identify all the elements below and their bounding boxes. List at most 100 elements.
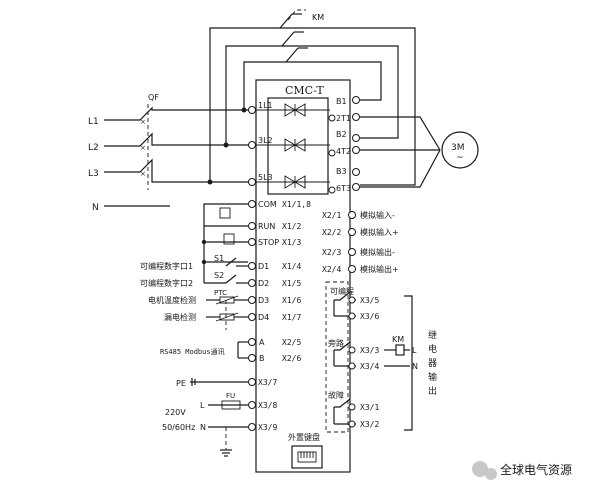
- ptc-label: PTC: [214, 289, 227, 297]
- qf-breaker-label: QF: [148, 93, 159, 102]
- analog-label-4: 模拟输出+: [360, 264, 399, 274]
- external-keyboard: 外置键盘: [288, 432, 323, 469]
- code-d4: X1/7: [282, 313, 301, 322]
- label-d2: 可编程数字口2: [140, 278, 193, 288]
- qf-cross-3: ×: [140, 170, 146, 178]
- relay-bypass-code-2: X3/4: [360, 362, 379, 371]
- relay-fault-label: 故障: [328, 390, 344, 400]
- output-terminal-6t3: 6T3: [336, 184, 351, 193]
- bypass-terminal-b2: B2: [336, 130, 347, 139]
- motor: 3M ~: [360, 116, 479, 188]
- relay-group-label-2: 电: [428, 343, 437, 355]
- keyboard-label: 外置键盘: [288, 432, 320, 442]
- analog-label-1: 模拟输入-: [360, 210, 395, 220]
- relay-prog-code-1: X3/5: [360, 296, 379, 305]
- stop-button-symbol: [223, 233, 235, 245]
- analog-label-2: 模拟输入+: [360, 227, 399, 237]
- line-label-n: N: [92, 203, 99, 213]
- code-d3: X1/6: [282, 296, 301, 305]
- rs485-label: RS485 Modbus通讯: [160, 347, 225, 356]
- bypass-terminal-b1: B1: [336, 97, 347, 106]
- analog-code-4: X2/4: [322, 265, 341, 274]
- relay-prog-code-2: X3/6: [360, 312, 379, 321]
- input-terminal-1l1: 1L1: [258, 101, 273, 110]
- thyristor-phase-2: [256, 138, 330, 152]
- km-coil: [395, 344, 405, 356]
- thyristor-phase-3: [256, 175, 330, 189]
- cmc-t-controller: CMC-T 1L1 3L2 5L: [248, 79, 360, 473]
- switch-s1: S1: [214, 254, 224, 263]
- controller-title: CMC-T: [285, 84, 324, 97]
- analog-label-3: 模拟输出-: [360, 247, 395, 257]
- pe-label: PE: [176, 379, 186, 388]
- l-label: L: [200, 401, 205, 410]
- code-x3-9: X3/9: [258, 423, 277, 432]
- rs485-b-code: X2/6: [282, 354, 301, 363]
- output-terminal-2t1: 2T1: [336, 114, 351, 123]
- rj45-port: [291, 445, 323, 469]
- code-d1: X1/4: [282, 262, 301, 271]
- qf-cross-1: ×: [140, 118, 146, 126]
- label-d4: 漏电检测: [164, 312, 196, 322]
- analog-code-1: X2/1: [322, 211, 341, 220]
- input-terminal-3l2: 3L2: [258, 136, 273, 145]
- fuse-label: FU: [226, 392, 235, 400]
- line-label-l2: L2: [88, 143, 99, 153]
- terminal-stop: STOP: [258, 238, 279, 247]
- freq-label: 50/60Hz: [162, 423, 195, 432]
- line-label-l3: L3: [88, 169, 99, 179]
- output-terminal-4t2: 4T2: [336, 147, 351, 156]
- voltage-label: 220V: [165, 408, 186, 417]
- relay-coil-l: L: [412, 346, 417, 355]
- relay-fault-code-1: X3/1: [360, 403, 379, 412]
- watermark: 全球电气资源: [472, 461, 572, 480]
- relay-bypass-code-1: X3/3: [360, 346, 379, 355]
- km-contactor-label: KM: [312, 13, 324, 22]
- code-d2: X1/5: [282, 279, 301, 288]
- code-run: X1/2: [282, 222, 301, 231]
- code-x3-8: X3/8: [258, 401, 277, 410]
- terminal-d2: D2: [258, 279, 269, 288]
- run-button-symbol: [219, 207, 231, 219]
- control-terminals: COM X1/1,8 RUN X1/2 STOP X1/3 D1 X1/4 可编…: [140, 200, 311, 330]
- watermark-text: 全球电气资源: [500, 462, 572, 477]
- line-label-l1: L1: [88, 117, 99, 127]
- code-x3-7: X3/7: [258, 378, 277, 387]
- rs485-section: RS485 Modbus通讯 A B X2/5 X2/6: [160, 338, 301, 363]
- qf-cross-2: ×: [140, 144, 146, 152]
- power-supply: PE X3/7 L FU X3/8 220V 50/60Hz N X3/9: [162, 378, 277, 457]
- label-d3: 电机温度检测: [148, 295, 196, 305]
- wechat-icon: [472, 461, 488, 477]
- bypass-terminal-b3: B3: [336, 167, 347, 176]
- terminal-com: COM: [258, 200, 277, 209]
- motor-label: 3M: [451, 143, 465, 153]
- relay-group-label-3: 器: [428, 358, 437, 369]
- code-stop: X1/3: [282, 238, 301, 247]
- relay-coil-n: N: [412, 362, 418, 371]
- km-bypass-wiring: KM: [209, 9, 416, 186]
- relay-fault-code-2: X3/2: [360, 420, 379, 429]
- motor-symbol: ~: [456, 153, 464, 163]
- terminal-run: RUN: [258, 222, 275, 231]
- analog-code-3: X2/3: [322, 248, 341, 257]
- n-label: N: [200, 423, 206, 432]
- relay-group-label-1: 继: [428, 329, 437, 341]
- relay-group-label-4: 输: [428, 371, 437, 383]
- terminal-d1: D1: [258, 262, 269, 271]
- relay-prog-label: 可编程: [330, 286, 354, 296]
- relay-bypass-label: 旁路: [328, 338, 344, 348]
- terminal-d3: D3: [258, 296, 269, 305]
- thyristor-phase-1: [256, 103, 330, 117]
- switch-s2: S2: [214, 271, 224, 280]
- input-terminal-5l3: 5L3: [258, 173, 273, 182]
- fuse-symbol: [221, 400, 241, 410]
- supply-lines: L1 L2 L3 N QF × × ×: [88, 93, 256, 213]
- relay-outputs: 可编程 X3/5 X3/6 旁路 X3/3 X3/4 KM L N 故障 X3/…: [325, 281, 437, 433]
- analog-io: X2/1 X2/2 X2/3 X2/4 模拟输入- 模拟输入+ 模拟输出- 模拟…: [322, 210, 399, 274]
- terminal-d4: D4: [258, 313, 269, 322]
- label-d1: 可编程数字口1: [140, 261, 193, 271]
- analog-code-2: X2/2: [322, 228, 341, 237]
- rs485-a: A: [259, 338, 265, 347]
- relay-group-label-5: 出: [428, 385, 437, 397]
